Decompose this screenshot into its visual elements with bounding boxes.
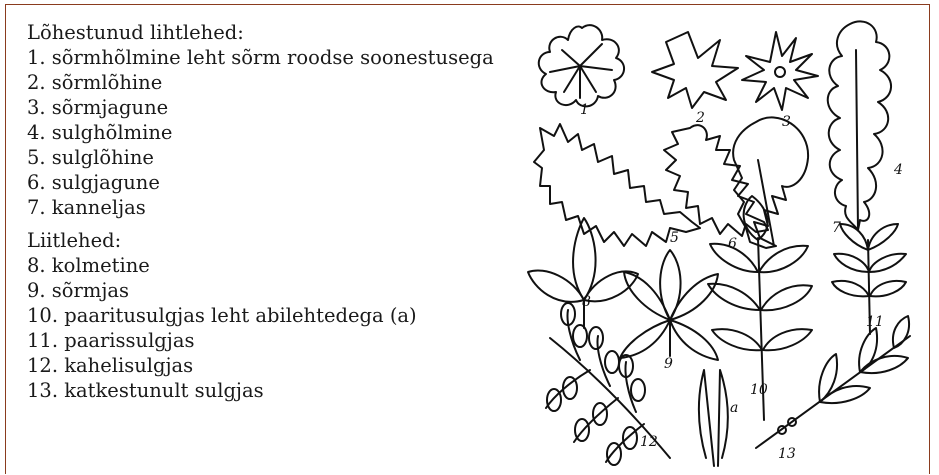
figure-label: 6 [728,236,737,252]
legend-item: 13. katkestunult sulgjas [27,378,507,403]
legend-item: 10. paaritusulgjas leht abilehtedega (a) [27,303,507,328]
lobed-heading: Lõhestunud lihtlehed: [27,20,507,45]
legend-item: 2. sõrmlõhine [27,70,507,95]
figure-label: 1 [580,102,589,118]
leaf-13-drawing [756,316,910,448]
legend-item: 6. sulgjagune [27,170,507,195]
leaf-3-drawing [742,32,818,110]
figure-label: 5 [670,230,679,246]
figure-label: 2 [695,110,705,126]
leaf-2-drawing [652,32,738,108]
figure-label: 10 [750,382,768,398]
leaf-4-drawing [828,21,891,230]
legend-item: 8. kolmetine [27,253,507,278]
legend-item: 4. sulghõlmine [27,120,507,145]
legend-item: 9. sõrmjas [27,278,507,303]
legend-item: 7. kanneljas [27,195,507,220]
leaf-6-drawing [664,125,768,236]
figure-label: 11 [866,314,884,330]
legend-item: 12. kahelisulgjas [27,353,507,378]
compound-heading: Liitlehed: [27,228,507,253]
leaf-9-drawing [620,250,718,360]
figure-label: 13 [778,446,796,462]
figure-label: 3 [782,114,791,130]
figure-label: 9 [664,356,673,372]
figure-label: 4 [893,162,903,178]
leaf-1-drawing [539,25,624,106]
legend-item: 1. sõrmhõlmine leht sõrm roodse soonestu… [27,45,507,70]
legend-item: 5. sulglõhine [27,145,507,170]
leaf-8-drawing [528,218,638,328]
legend-item: 11. paarissulgjas [27,328,507,353]
figure-label: 12 [640,434,658,450]
leaf-illustration: 1 2 3 4 5 6 7 8 9 10 11 12 13 a [520,10,920,472]
legend-text: Lõhestunud lihtlehed: 1. sõrmhõlmine leh… [27,20,507,403]
figure-label: 7 [832,220,841,236]
figure-label: a [730,400,738,416]
legend-item: 3. sõrmjagune [27,95,507,120]
figure-label: 8 [582,294,591,310]
stipule-a-drawing [699,370,728,466]
